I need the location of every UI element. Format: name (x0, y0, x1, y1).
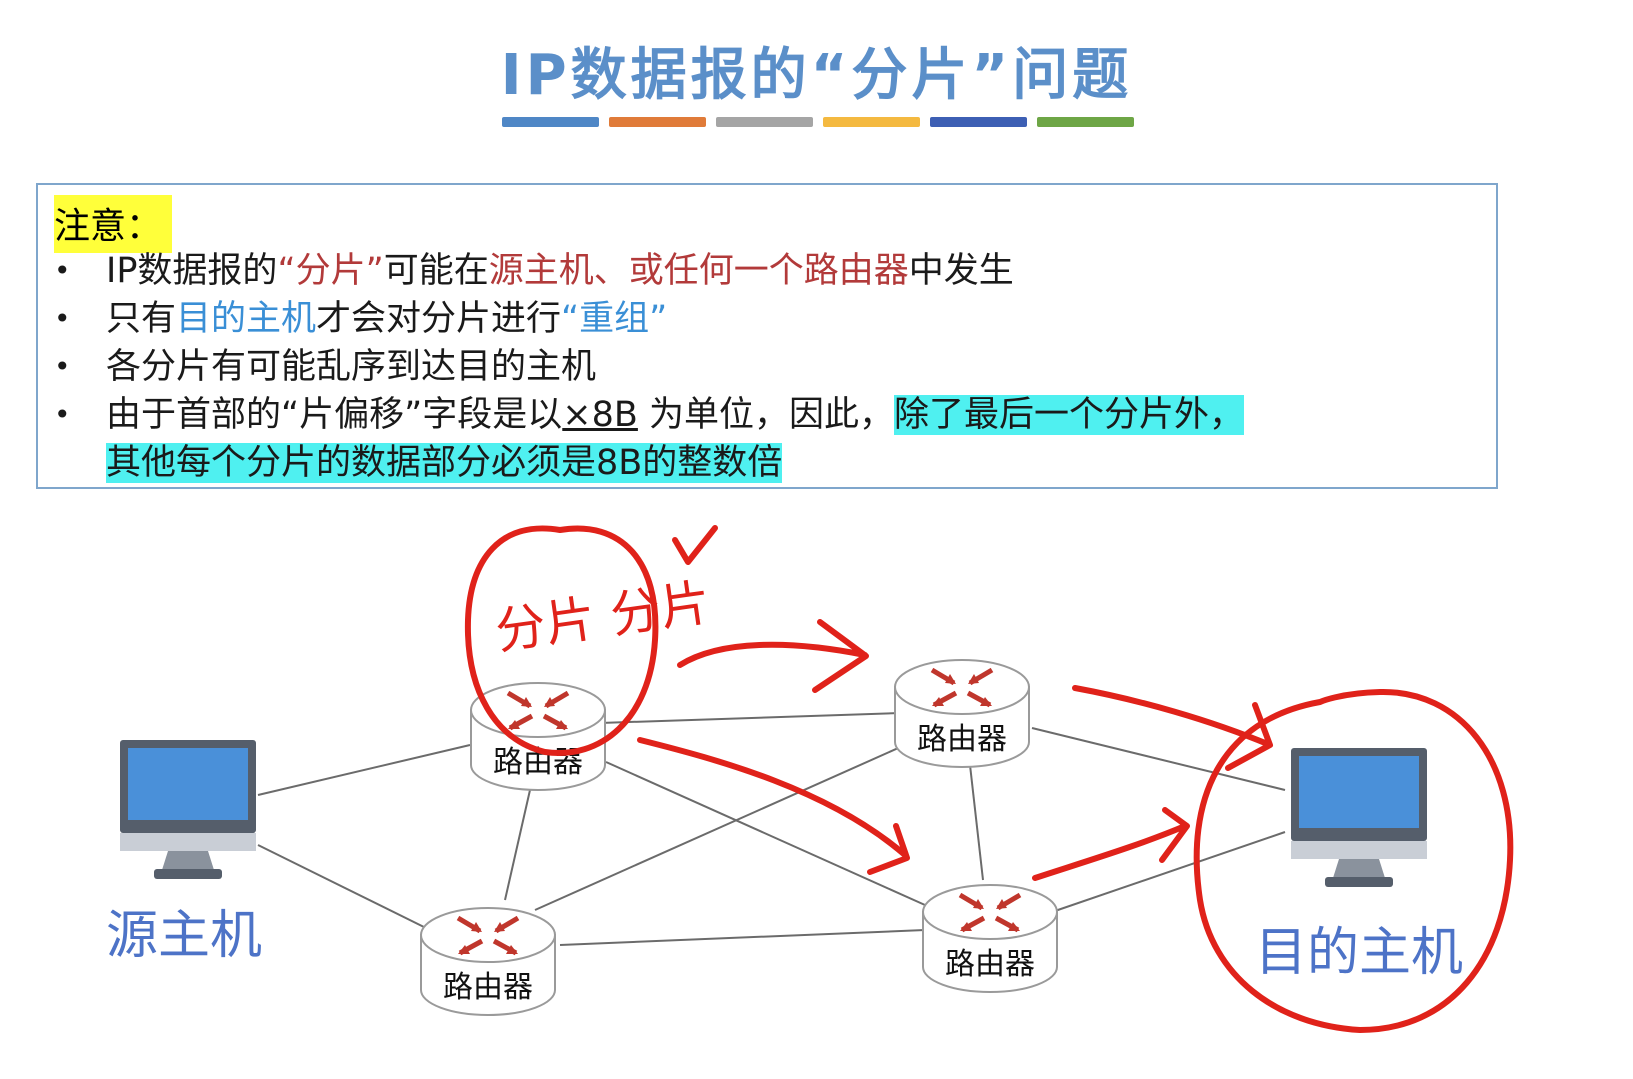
note-text-segment: 只有 (106, 299, 177, 339)
source-host-icon (120, 740, 256, 879)
note-text-segment: 除了最后一个分片外， (894, 395, 1245, 435)
note-item: • IP数据报的“分片”可能在源主机、或任何一个路由器中发生 (54, 247, 1480, 295)
bullet-icon: • (54, 350, 71, 383)
title-color-bars (502, 117, 1134, 127)
title-bar-3 (716, 117, 813, 127)
router-4-label: 路由器 (945, 947, 1035, 982)
note-heading: 注意： (54, 195, 173, 253)
note-text-segment: 目的主机 (176, 299, 317, 339)
bullet-icon: • (54, 398, 71, 431)
network-links (257, 712, 1286, 946)
note-text-segment: 为单位，因此， (637, 395, 895, 435)
note-text-segment: 其他每个分片的数据部分必须是8B的整数倍 (106, 443, 783, 483)
circle-dest-host (1193, 688, 1514, 1033)
note-list: • IP数据报的“分片”可能在源主机、或任何一个路由器中发生 • 只有目的主机才会对分… (54, 247, 1480, 487)
circle-router-1 (464, 525, 659, 756)
title-bar-5 (930, 117, 1027, 127)
note-item: • 只有目的主机才会对分片进行“重组” (54, 295, 1480, 343)
handwritten-annotations (464, 525, 1514, 1033)
title-bar-6 (1037, 117, 1134, 127)
note-text-segment: “分片” (277, 251, 384, 291)
note-text-segment: IP数据报的 (106, 251, 278, 291)
arrow-to-router-2 (677, 619, 869, 693)
dest-host-icon (1291, 748, 1427, 887)
router-3: 路由器 (420, 907, 556, 1016)
dest-host-label: 目的主机 (1255, 923, 1464, 983)
note-box: 注意： • IP数据报的“分片”可能在源主机、或任何一个路由器中发生 • 只有目的主机… (36, 183, 1498, 489)
note-text-segment: ×8B (562, 395, 638, 435)
arrow-router-4-to-dest (1032, 807, 1190, 881)
note-text-segment: 由于首部的“片偏移”字段是以 (106, 395, 563, 435)
note-text-segment: 可能在 (383, 251, 489, 291)
handwritten-annotation-text: 分片 分片 (492, 573, 714, 660)
note-item: • 由于首部的“片偏移”字段是以×8B 为单位，因此，除了最后一个分片外， (54, 391, 1480, 439)
source-host-label: 源主机 (106, 906, 263, 966)
note-text-segment: “重组” (561, 299, 668, 339)
router-3-label: 路由器 (443, 970, 533, 1005)
title-bar-4 (823, 117, 920, 127)
note-item-continuation: 其他每个分片的数据部分必须是8B的整数倍 (54, 439, 1480, 487)
note-text-segment: 中发生 (908, 251, 1014, 291)
note-text-segment: 源主机、或任何一个路由器 (488, 251, 909, 291)
title-bar-2 (609, 117, 706, 127)
note-text-segment: 才会对分片进行 (316, 299, 562, 339)
note-text-segment: 各分片有可能乱序到达目的主机 (106, 347, 597, 387)
arrow-router-2-to-dest (1072, 685, 1273, 771)
slide-title: IP数据报的“分片”问题 (500, 43, 1133, 108)
bullet-icon: • (54, 254, 71, 287)
router-2: 路由器 (894, 659, 1030, 768)
title-bar-1 (502, 117, 599, 127)
note-item: • 各分片有可能乱序到达目的主机 (54, 343, 1480, 391)
router-4: 路由器 (922, 884, 1058, 993)
bullet-icon: • (54, 302, 71, 335)
check-mark (672, 525, 718, 565)
router-1: 路由器 (470, 682, 606, 791)
arrow-to-router-4 (637, 737, 910, 875)
router-2-label: 路由器 (917, 722, 1007, 757)
